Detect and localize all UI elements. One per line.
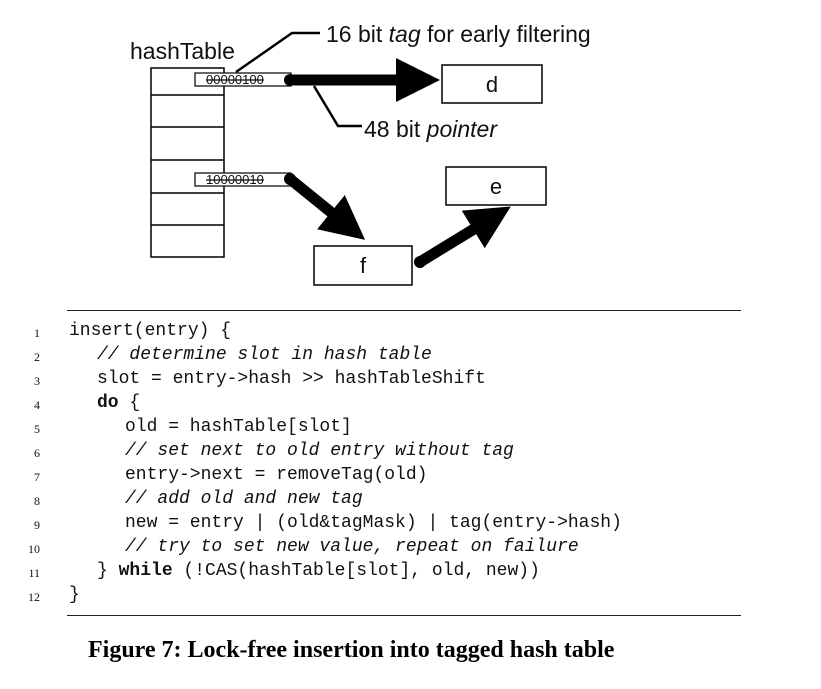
code-line: 1 insert(entry) { [0, 320, 821, 344]
pointer-leader-line [312, 85, 362, 128]
code-token: } [69, 585, 80, 605]
code-line: 8 // add old and new tag [0, 488, 821, 512]
node-f: f [313, 245, 413, 286]
hash-table-label: hashTable [130, 38, 235, 64]
node-d: d [441, 64, 543, 104]
line-number: 2 [34, 350, 40, 364]
code-text: new = entry | (old&tagMask) | tag(entry-… [125, 512, 622, 534]
node-e: e [445, 166, 547, 206]
pointer-annotation: 48 bit pointer [364, 116, 498, 142]
code-token: slot = entry->hash >> hashTableShift [97, 369, 486, 389]
svg-text:d: d [486, 72, 498, 97]
line-number: 8 [34, 494, 40, 508]
figure-caption: Figure 7: Lock-free insertion into tagge… [88, 637, 615, 663]
code-text: } [69, 584, 80, 606]
line-number: 11 [28, 566, 40, 580]
tagged-entry-1: 00000100 [194, 72, 292, 87]
line-number: 4 [34, 398, 40, 412]
line-number: 12 [28, 590, 40, 604]
code-token: old = hashTable[slot] [125, 417, 352, 437]
svg-text:e: e [490, 174, 502, 199]
code-text: // add old and new tag [125, 488, 363, 510]
arrow-entry2-to-f [286, 174, 366, 240]
code-text: // determine slot in hash table [97, 344, 432, 366]
code-text: insert(entry) { [69, 320, 231, 342]
entry1-bits: 00000100 [206, 72, 264, 87]
code-text: } while (!CAS(hashTable[slot], old, new)… [97, 560, 540, 582]
line-number: 9 [34, 518, 40, 532]
code-token: (!CAS(hashTable[slot], old, new)) [172, 561, 540, 581]
code-token: } [97, 561, 119, 581]
line-number: 10 [28, 542, 40, 556]
line-number: 3 [34, 374, 40, 388]
code-text: entry->next = removeTag(old) [125, 464, 427, 486]
tag-annotation: 16 bit tag for early filtering [326, 21, 591, 47]
code-keyword: while [118, 561, 173, 581]
code-comment: // determine slot in hash table [97, 345, 432, 365]
arrow-f-to-e [417, 206, 511, 267]
entry2-bits: 10000010 [206, 172, 264, 187]
code-keyword: do [97, 393, 119, 413]
code-line: 2 // determine slot in hash table [0, 344, 821, 368]
code-line: 7 entry->next = removeTag(old) [0, 464, 821, 488]
code-line: 4 do { [0, 392, 821, 416]
code-text: old = hashTable[slot] [125, 416, 352, 438]
tagged-entry-2: 10000010 [194, 172, 292, 187]
code-line: 12} [0, 584, 821, 608]
code-line: 5 old = hashTable[slot] [0, 416, 821, 440]
code-token: insert(entry) { [69, 321, 232, 341]
line-number: 6 [34, 446, 40, 460]
code-bottom-rule [67, 615, 741, 616]
code-token: new = entry | (old&tagMask) | tag(entry-… [125, 513, 622, 533]
line-number: 5 [34, 422, 40, 436]
code-token: { [118, 393, 141, 413]
code-line: 10 // try to set new value, repeat on fai… [0, 536, 821, 560]
code-line: 9 new = entry | (old&tagMask) | tag(entry… [0, 512, 821, 536]
svg-text:f: f [360, 253, 367, 278]
code-comment: // add old and new tag [125, 489, 363, 509]
line-number: 1 [34, 326, 40, 340]
code-line: 11} while (!CAS(hashTable[slot], old, ne… [0, 560, 821, 584]
code-line: 6 // set next to old entry without tag [0, 440, 821, 464]
hash-table [150, 67, 225, 258]
code-text: do { [97, 392, 140, 414]
code-line: 3 slot = entry->hash >> hashTableShift [0, 368, 821, 392]
line-number: 7 [34, 470, 40, 484]
code-comment: // set next to old entry without tag [125, 441, 514, 461]
tag-leader-line [235, 31, 320, 74]
code-comment: // try to set new value, repeat on failu… [125, 537, 579, 557]
code-text: // try to set new value, repeat on failu… [125, 536, 579, 558]
code-token: entry->next = removeTag(old) [125, 465, 428, 485]
code-text: slot = entry->hash >> hashTableShift [97, 368, 486, 390]
code-text: // set next to old entry without tag [125, 440, 514, 462]
code-top-rule [67, 310, 741, 311]
hash-table-diagram: hashTable 00000100 10000010 16 bit tag f… [130, 21, 591, 286]
